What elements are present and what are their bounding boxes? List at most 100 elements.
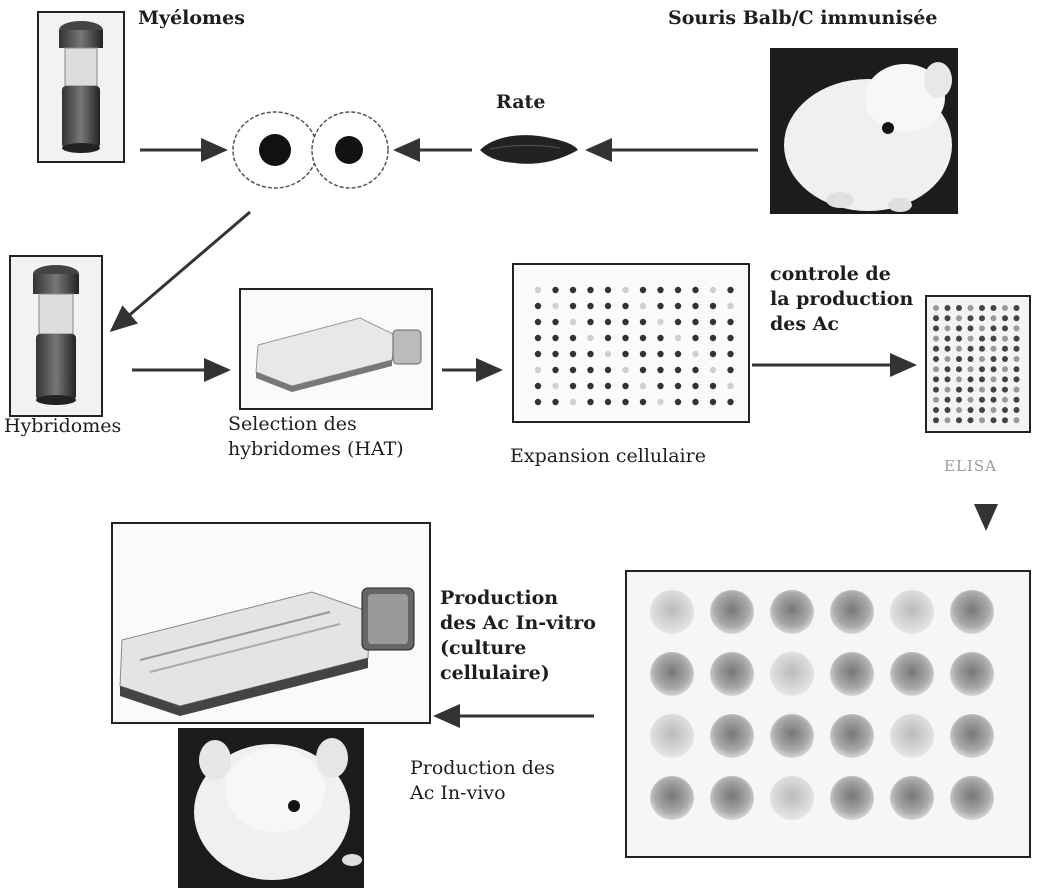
well [570,335,576,341]
well [991,325,997,331]
well [956,325,962,331]
well [968,356,974,362]
well [710,287,716,293]
label-selection: Selection des hybridomes (HAT) [228,412,404,462]
label-production-in-vivo: Production des Ac In-vivo [410,756,555,806]
well [1002,417,1008,423]
well [727,303,733,309]
well [968,407,974,413]
well [710,351,716,357]
well [675,399,681,405]
well [587,287,593,293]
well [945,315,951,321]
well [675,319,681,325]
well [657,383,663,389]
well [1002,397,1008,403]
well [552,303,558,309]
well [956,336,962,342]
well [605,287,611,293]
well [692,383,698,389]
well [979,366,985,372]
well [692,367,698,373]
well [727,287,733,293]
well [933,356,939,362]
well [890,652,934,696]
well [1014,376,1020,382]
well [587,383,593,389]
well [640,287,646,293]
well [770,776,814,820]
tube-hybridomes-icon [10,256,102,416]
well [710,319,716,325]
well [1002,315,1008,321]
well [945,407,951,413]
flask-large-icon [112,523,430,723]
well [710,399,716,405]
well [657,399,663,405]
well [727,367,733,373]
well [979,387,985,393]
well [945,305,951,311]
plate-elisa-icon [926,296,1030,432]
well [570,399,576,405]
arrow-cells-to-hybridomes [112,212,250,330]
well [552,319,558,325]
well [710,652,754,696]
label-rate: Rate [496,90,545,115]
well [991,397,997,403]
well [657,319,663,325]
well [552,367,558,373]
well [945,356,951,362]
well [991,376,997,382]
plate-24-icon [626,571,1030,857]
well [979,417,985,423]
well [991,346,997,352]
well [587,367,593,373]
well [570,367,576,373]
label-controle: controle de la production des Ac [770,262,913,337]
well [950,714,994,758]
well [535,303,541,309]
label-myelomes: Myélomes [138,6,245,31]
well [675,303,681,309]
well [933,366,939,372]
well [692,303,698,309]
well [1014,315,1020,321]
well [1002,366,1008,372]
label-hybridomes: Hybridomes [4,414,121,439]
well [991,407,997,413]
well [945,325,951,331]
well [570,303,576,309]
well [968,376,974,382]
well [535,367,541,373]
well [968,387,974,393]
well [968,305,974,311]
well [968,346,974,352]
well [622,319,628,325]
well [991,305,997,311]
well [657,303,663,309]
well [1014,336,1020,342]
well [640,319,646,325]
well [770,590,814,634]
well [945,417,951,423]
well [770,652,814,696]
well [710,714,754,758]
well [640,351,646,357]
well [535,335,541,341]
well [1014,407,1020,413]
well [991,387,997,393]
well [979,356,985,362]
well [727,399,733,405]
well [622,287,628,293]
well [605,383,611,389]
well [890,776,934,820]
well [1014,387,1020,393]
well [950,776,994,820]
well [945,366,951,372]
well [1002,376,1008,382]
flask-small-icon [240,289,432,409]
well [552,351,558,357]
well [890,714,934,758]
well [552,399,558,405]
